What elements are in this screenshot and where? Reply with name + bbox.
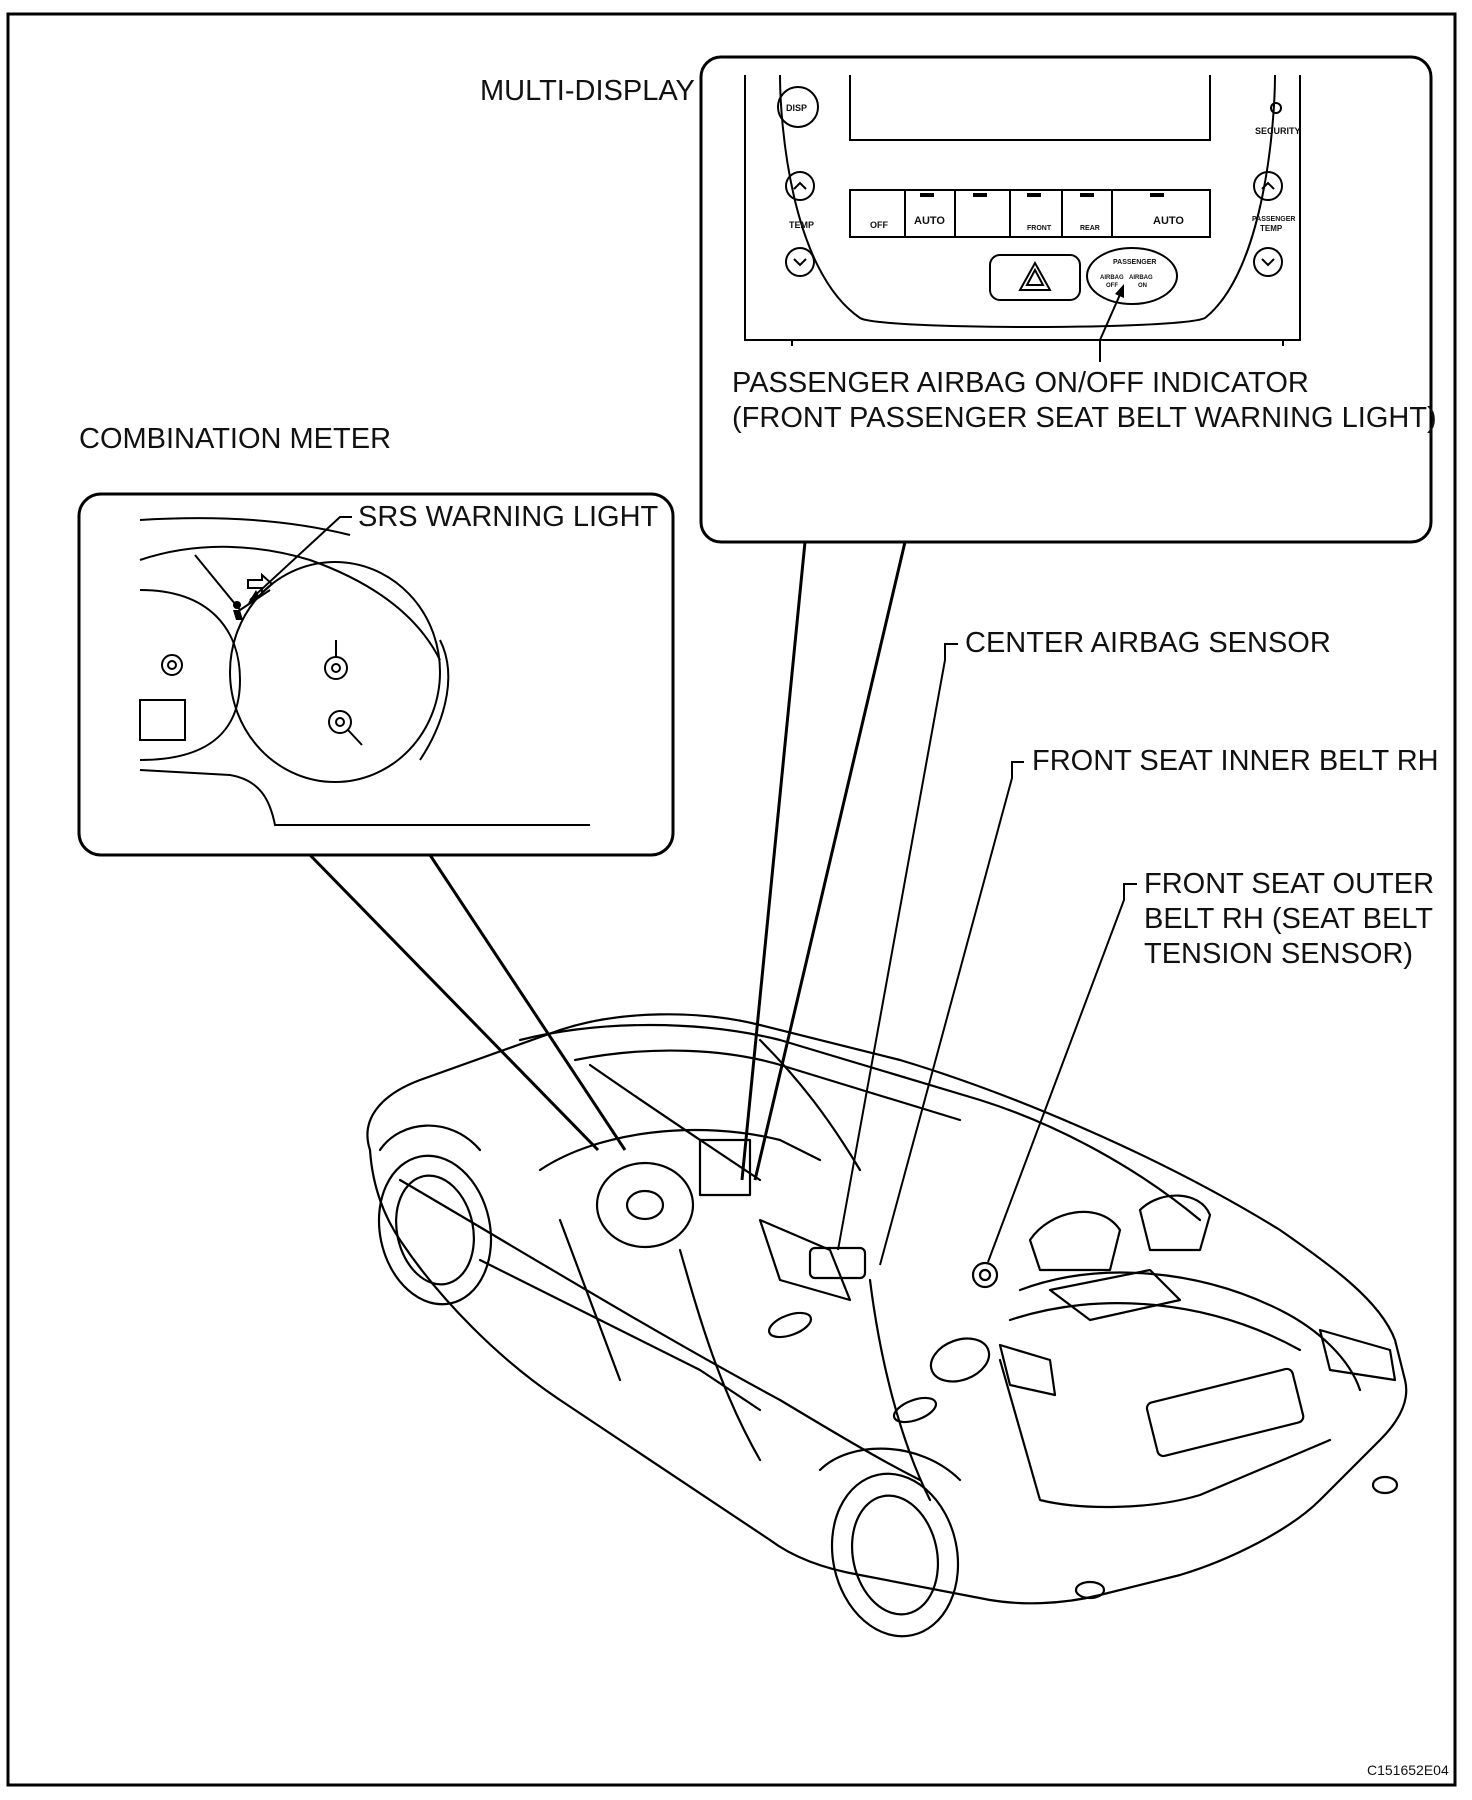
front-seat-inner-belt-label: FRONT SEAT INNER BELT RH [1032,745,1439,777]
multi-display-callout-lines [740,541,907,1181]
passenger-indicator-label-2: (FRONT PASSENGER SEAT BELT WARNING LIGHT… [732,402,1437,434]
front-seat-outer-belt-label-2: BELT RH (SEAT BELT [1144,903,1433,935]
srs-warning-light-label: SRS WARNING LIGHT [358,501,659,533]
front-seat-outer-belt-label-1: FRONT SEAT OUTER [1144,868,1434,900]
center-airbag-sensor-label: CENTER AIRBAG SENSOR [965,627,1331,659]
srs-leader-line [249,516,352,601]
airbag-off-label-2: OFF [1106,283,1118,289]
front-seat-outer-belt-leader [987,883,1137,1263]
passenger-indicator-leader [1099,289,1123,362]
srs-warning-icon [233,601,243,620]
combination-meter-box [77,492,675,857]
combination-meter-label: COMBINATION METER [79,423,391,455]
figure-code: C151652E04 [1367,1762,1449,1778]
rear-label: REAR [1080,225,1100,232]
car-illustration [366,1013,1408,1638]
auto2-label: AUTO [1153,215,1184,227]
outer-border [6,12,1457,1787]
center-airbag-sensor-leader [837,643,958,1251]
security-label: SECURITY [1255,126,1301,136]
panel-indicator-bars [920,193,1164,197]
passenger-temp-label-1: PASSENGER [1252,216,1295,223]
multi-display-panel-drawing [744,74,1301,346]
passenger-temp-label-2: TEMP [1260,224,1283,233]
front-label: FRONT [1027,225,1052,232]
passenger-label: PASSENGER [1113,259,1156,266]
multi-display-label: MULTI-DISPLAY [480,75,695,107]
temp-label: TEMP [789,220,814,230]
passenger-indicator-label-1: PASSENGER AIRBAG ON/OFF INDICATOR [732,367,1309,399]
auto-label: AUTO [914,215,945,227]
front-seat-inner-belt-leader [879,761,1024,1266]
front-seat-outer-belt-label-3: TENSION SENSOR) [1144,938,1413,970]
disp-button-label: DISP [786,103,807,113]
airbag-off-label-1: AIRBAG [1100,275,1124,281]
meter-callout-lines [308,853,627,1152]
airbag-on-label-2: ON [1138,283,1147,289]
off-label: OFF [870,220,888,230]
airbag-on-label-1: AIRBAG [1129,275,1153,281]
